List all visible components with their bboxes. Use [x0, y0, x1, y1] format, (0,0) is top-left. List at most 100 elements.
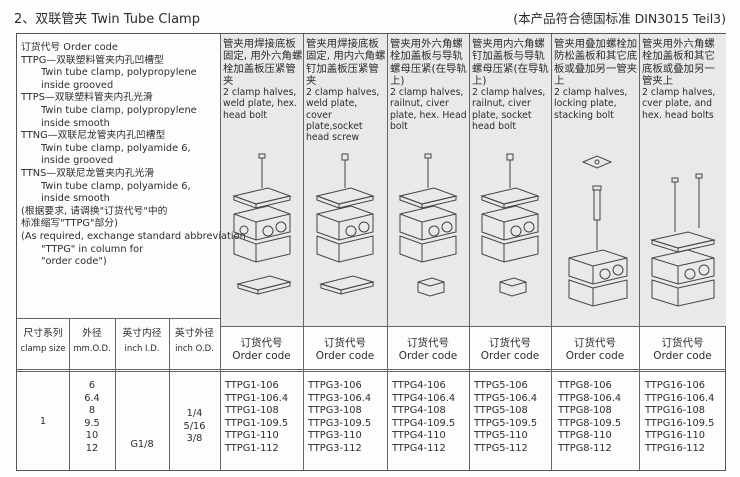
table-cell: TTPG8-109.5: [558, 417, 622, 429]
table-cell: TTPG1-106.4: [225, 392, 289, 404]
note-line: (As required, exchange standard abbrevia…: [21, 230, 246, 242]
table-cell: 6.4: [84, 392, 100, 404]
clamp-drawing-1: [232, 153, 292, 295]
note-line: "order code"): [41, 256, 107, 268]
table-cell: TTPG5-112: [474, 442, 528, 454]
table-cell: TTPG5-106: [474, 380, 528, 391]
table-cell: 6: [88, 380, 96, 391]
inch-id-value: G1/8: [130, 439, 154, 450]
table-cell: 5/16: [183, 420, 206, 432]
note-line: "TTPG" in column for: [41, 243, 144, 255]
table-cell: 12: [85, 442, 99, 454]
table-cell: TTPG8-106.4: [558, 392, 622, 404]
clamp-drawing-3: [315, 153, 375, 295]
header-shade: [220, 34, 726, 326]
table-cell: TTPG1-112: [225, 442, 279, 454]
table-cell: 8: [88, 405, 96, 417]
table-cell: TTPG8-110: [558, 430, 612, 442]
clamp-drawing-16: [650, 173, 716, 307]
table-cell: 10: [85, 430, 99, 442]
standard-note: (本产品符合德国标准 DIN3015 Teil3): [513, 11, 726, 26]
note-line: Twin tube clamp, polypropylene: [41, 67, 197, 79]
clamp-drawing-8: [568, 155, 628, 307]
note-line: 标准缩写"TTPG"部分): [21, 218, 118, 230]
table-cell: TTPG4-106: [392, 380, 446, 391]
table-cell: TTPG1-110: [225, 430, 279, 442]
table-cell: TTPG5-110: [474, 430, 528, 442]
table-cell: TTPG8-106: [558, 380, 612, 391]
note-line: TTNS—双联尼龙管夹内孔光滑: [21, 167, 155, 179]
note-line: inside grooved: [41, 155, 114, 167]
table-cell: TTPG3-106: [308, 380, 362, 391]
table-cell: TTPG16-108: [645, 405, 705, 417]
table-cell: 3/8: [186, 433, 203, 445]
clamp-drawing-4: [398, 153, 458, 297]
table-cell: TTPG16-109.5: [645, 417, 715, 429]
note-line: TTPG—双联塑料管夹内孔凹槽型: [21, 54, 164, 66]
note-line: Twin tube clamp, polypropylene: [41, 104, 197, 116]
table-cell: TTPG4-110: [392, 430, 446, 442]
note-line: 订货代号 Order code: [21, 42, 118, 53]
table-cell: TTPG16-110: [645, 430, 705, 442]
note-line: Twin tube clamp, polyamide 6,: [41, 142, 191, 154]
table-cell: TTPG8-112: [558, 442, 612, 454]
note-line: (根据要求, 请调换"订货代号"中的: [21, 205, 168, 217]
table-cell: TTPG4-108: [392, 405, 446, 417]
table-cell: TTPG3-110: [308, 430, 362, 442]
table-cell: TTPG1-109.5: [225, 417, 289, 429]
note-line: inside smooth: [41, 117, 110, 129]
note-line: TTNG—双联尼龙管夹内孔凹槽型: [21, 130, 166, 142]
type-header-5: 管夹用内六角螺钉加盖板与导轨螺母压紧(在导轨上)2 clamp halves, …: [472, 38, 549, 133]
table-cell: TTPG5-108: [474, 405, 528, 417]
table-cell: TTPG5-106.4: [474, 392, 538, 404]
note-line: TTPS—双联塑料管夹内孔光滑: [21, 92, 153, 104]
table-cell: TTPG8-108: [558, 405, 612, 417]
table-cell: TTPG3-112: [308, 442, 362, 454]
table-cell: TTPG4-106.4: [392, 392, 456, 404]
table-cell: TTPG16-112: [645, 442, 705, 454]
table-cell: TTPG3-109.5: [308, 417, 372, 429]
note-line: inside grooved: [41, 79, 114, 91]
table-cell: 1/4: [186, 408, 203, 419]
table-cell: TTPG4-112: [392, 442, 446, 454]
table-cell: TTPG5-109.5: [474, 417, 538, 429]
note-line: inside smooth: [41, 193, 110, 205]
page-title: 2、双联管夹 Twin Tube Clamp: [14, 12, 200, 27]
table-cell: TTPG3-108: [308, 405, 362, 417]
table-cell: 9.5: [84, 417, 100, 429]
clamp-size-value: 1: [39, 416, 47, 427]
clamp-drawing-5: [480, 153, 540, 297]
table-cell: TTPG3-106.4: [308, 392, 372, 404]
note-line: Twin tube clamp, polyamide 6,: [41, 180, 191, 192]
type-header-4: 管夹用外六角螺栓加盖板与导轨螺母压紧(在导轨上)2 clamp halves, …: [390, 38, 467, 133]
table-cell: TTPG4-109.5: [392, 417, 456, 429]
table-cell: TTPG1-108: [225, 405, 279, 417]
table-cell: TTPG16-106: [645, 380, 705, 391]
table-cell: TTPG1-106: [225, 380, 279, 391]
table-cell: TTPG16-106.4: [645, 392, 715, 404]
